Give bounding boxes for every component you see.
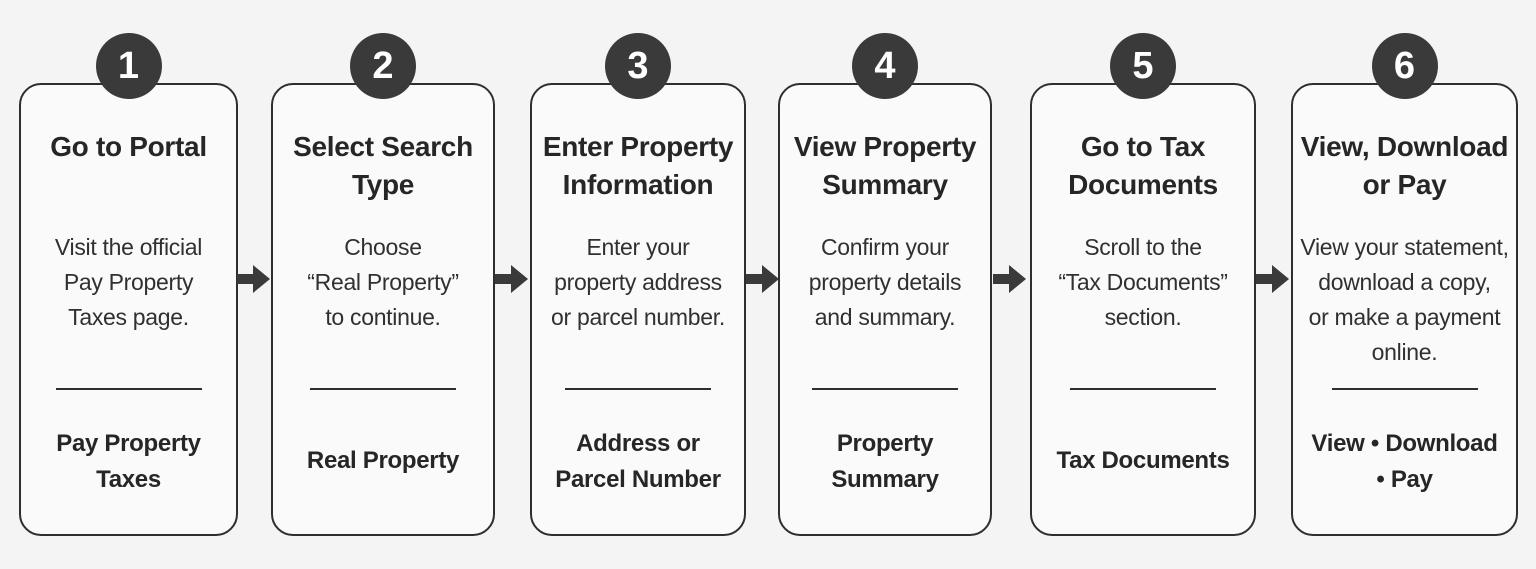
right-arrow-icon: [1256, 265, 1289, 293]
step-description: Enter your property address or parcel nu…: [551, 234, 725, 330]
divider: [310, 388, 456, 390]
step-6: 6 View, Download or Pay View your statem…: [1291, 0, 1518, 569]
step-description: Confirm your property details and summar…: [808, 234, 962, 330]
step-number-badge: 6: [1371, 33, 1438, 99]
step-card: [19, 83, 238, 536]
divider: [565, 388, 711, 390]
right-arrow-icon: [237, 265, 270, 293]
step-number-badge: 4: [852, 33, 918, 99]
step-number-badge: 3: [605, 33, 671, 99]
step-title: View Property Summary: [793, 131, 977, 200]
step-card: [1291, 83, 1518, 536]
step-5: 5 Go to Tax Documents Scroll to the “Tax…: [1030, 0, 1256, 569]
right-arrow-icon: [495, 265, 528, 293]
step-title: Go to Tax Documents: [1068, 131, 1218, 200]
step-4: 4 View Property Summary Confirm your pro…: [778, 0, 992, 569]
step-footer: Address or Parcel Number: [555, 430, 721, 493]
step-card: [271, 83, 495, 536]
step-title: Go to Portal: [50, 131, 207, 162]
step-card: [1030, 83, 1256, 536]
step-number-badge: 5: [1110, 33, 1176, 99]
divider: [55, 388, 202, 390]
step-footer: Property Summary: [831, 430, 939, 493]
step-1: 1 Go to Portal Visit the official Pay Pr…: [19, 0, 238, 569]
step-footer: Real Property: [306, 447, 460, 474]
step-title: Enter Property Information: [542, 131, 734, 200]
divider: [1331, 388, 1478, 390]
step-card: [530, 83, 746, 536]
step-number-badge: 1: [95, 33, 162, 99]
step-card: [778, 83, 992, 536]
step-description: Scroll to the “Tax Documents” section.: [1058, 234, 1228, 330]
step-2: 2 Select Search Type Choose “Real Proper…: [271, 0, 495, 569]
divider: [812, 388, 958, 390]
divider: [1070, 388, 1216, 390]
step-description: Visit the official Pay Property Taxes pa…: [54, 234, 203, 330]
right-arrow-icon: [993, 265, 1026, 293]
step-3: 3 Enter Property Information Enter your …: [530, 0, 746, 569]
step-description: Choose “Real Property” to continue.: [307, 234, 459, 330]
step-title: View, Download or Pay: [1300, 131, 1509, 200]
step-description: View your statement, download a copy, or…: [1300, 234, 1509, 365]
step-title: Select Search Type: [293, 131, 473, 200]
step-footer: Pay Property Taxes: [56, 430, 201, 493]
step-number-badge: 2: [350, 33, 416, 99]
right-arrow-icon: [746, 265, 779, 293]
step-footer: View • Download • Pay: [1311, 430, 1498, 493]
step-footer: Tax Documents: [1056, 447, 1230, 474]
